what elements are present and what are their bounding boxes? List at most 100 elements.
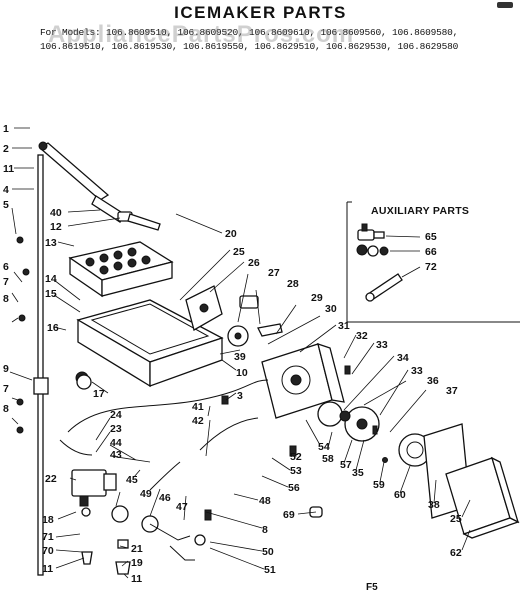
callout-49: 49 (140, 488, 152, 500)
callout-44: 44 (110, 437, 122, 449)
callout-70: 70 (42, 545, 54, 557)
callout-39: 39 (234, 351, 246, 363)
callout-51: 51 (264, 564, 276, 576)
callout-12: 12 (50, 221, 62, 233)
callout-7b: 7 (3, 383, 9, 395)
callout-60: 60 (394, 489, 406, 501)
callout-32: 32 (356, 330, 368, 342)
auxiliary-parts-title: AUXILIARY PARTS (371, 205, 470, 217)
callout-35: 35 (352, 467, 364, 479)
callout-11b: 11 (42, 563, 53, 575)
support-rod (37, 154, 44, 576)
callout-27: 27 (268, 267, 280, 279)
water-inlet-fittings (81, 539, 131, 575)
corner-mark (497, 2, 513, 8)
callout-9: 9 (3, 363, 9, 375)
callout-58: 58 (322, 453, 334, 465)
left-callouts: 1 2 11 4 5 6 7 8 9 7 8 18 71 70 11 (3, 123, 54, 575)
callout-33b: 33 (411, 365, 423, 377)
callout-18: 18 (42, 514, 54, 526)
callout-50: 50 (262, 546, 274, 558)
mounting-plate-part (185, 285, 259, 331)
aux-nut-part (356, 244, 389, 257)
callout-16: 16 (47, 322, 59, 334)
callout-57: 57 (340, 459, 352, 471)
page-title: ICEMAKER PARTS (174, 3, 347, 22)
callout-53: 53 (290, 465, 302, 477)
callout-62: 62 (450, 547, 462, 559)
callout-2: 2 (3, 143, 9, 155)
callout-19: 19 (131, 557, 143, 569)
rod-clamp (33, 377, 49, 395)
callout-6: 6 (3, 261, 9, 273)
callout-5: 5 (3, 199, 9, 211)
callout-69: 69 (283, 509, 295, 521)
callout-42: 42 (192, 415, 204, 427)
fill-tube-assembly (38, 141, 161, 231)
cover-part (445, 456, 520, 539)
model-list-line-1: For Models: 106.8609510, 106.8609520, 10… (40, 27, 459, 38)
callout-40: 40 (50, 207, 62, 219)
callout-59: 59 (373, 479, 385, 491)
drive-gear-part (227, 323, 283, 347)
callout-24: 24 (110, 409, 122, 421)
callout-43: 43 (110, 449, 122, 461)
callout-13: 13 (45, 237, 57, 249)
ice-mold-part (68, 241, 174, 298)
screw-hardware (16, 236, 388, 521)
callout-17: 17 (93, 388, 105, 400)
callout-8: 8 (3, 293, 9, 305)
callout-4: 4 (3, 184, 9, 196)
fitting-part (169, 534, 206, 561)
callout-26: 26 (248, 257, 260, 269)
callout-25: 25 (233, 246, 245, 258)
callout-7: 7 (3, 276, 9, 288)
auxiliary-callouts: 65 66 72 (425, 231, 437, 273)
callout-22: 22 (45, 473, 57, 485)
callout-3: 3 (237, 390, 243, 402)
water-valve-part (71, 469, 117, 517)
timing-gear-part (317, 401, 380, 442)
aux-leader-lines (385, 235, 421, 278)
callout-15: 15 (45, 288, 57, 300)
callout-21: 21 (131, 543, 143, 555)
callout-48: 48 (259, 495, 271, 507)
callout-1: 1 (3, 123, 9, 135)
callout-34: 34 (397, 352, 409, 364)
callout-8b: 8 (3, 403, 9, 415)
aux-tube-part (365, 273, 403, 302)
callout-29: 29 (311, 292, 323, 304)
callout-8c: 8 (262, 524, 268, 536)
callout-25b: 25 (450, 513, 462, 525)
callout-11c: 11 (131, 573, 142, 585)
callout-45: 45 (126, 474, 138, 486)
callout-28: 28 (287, 278, 299, 290)
callout-65: 65 (425, 231, 437, 243)
callout-37: 37 (446, 385, 458, 397)
main-callouts: 40 12 20 13 25 26 27 28 14 15 16 29 30 3… (45, 207, 462, 585)
callout-47: 47 (176, 501, 188, 513)
callout-20: 20 (225, 228, 237, 240)
callout-14: 14 (45, 273, 57, 285)
aux-valve-part (357, 223, 385, 241)
fill-cup-part (111, 505, 191, 541)
callout-72: 72 (425, 261, 437, 273)
callout-38: 38 (428, 499, 440, 511)
callout-36: 36 (427, 375, 439, 387)
callout-66: 66 (425, 246, 437, 258)
callout-23: 23 (110, 423, 122, 435)
figure-code: F5 (366, 582, 378, 593)
callout-56: 56 (288, 482, 300, 494)
callout-11: 11 (3, 163, 14, 175)
model-list-line-2: 106.8619510, 106.8619530, 106.8619550, 1… (40, 41, 459, 52)
watermark: AppliancePartsPros.com (48, 21, 355, 48)
wiring-harness (59, 379, 269, 491)
callout-10: 10 (236, 367, 248, 379)
callout-71: 71 (42, 531, 54, 543)
callout-46: 46 (159, 492, 171, 504)
callout-41: 41 (192, 401, 204, 413)
callout-54: 54 (318, 441, 330, 453)
callout-52: 52 (290, 451, 302, 463)
